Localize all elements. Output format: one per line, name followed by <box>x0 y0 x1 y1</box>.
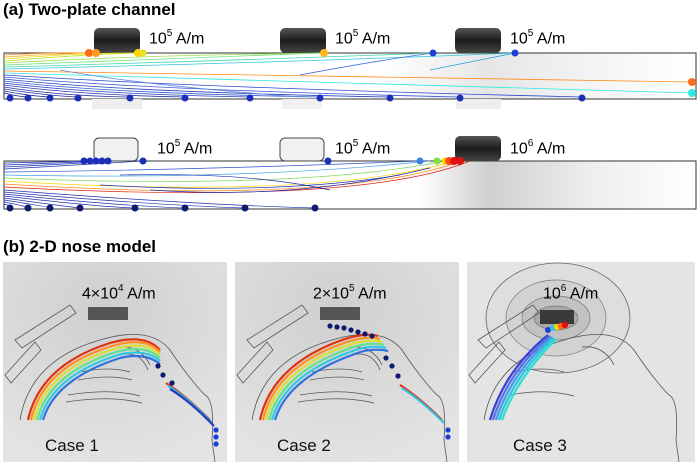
label-unit: A/m <box>569 285 599 303</box>
nose-panel-1 <box>3 262 227 463</box>
label-exponent: 5 <box>174 138 181 149</box>
bottom-magnet-2 <box>279 137 325 162</box>
nose-panel-3-magnet <box>540 310 574 324</box>
label-exponent: 4 <box>118 283 124 294</box>
nose-1-field-label: 4×104 A/m <box>82 283 156 303</box>
label-unit: A/m <box>183 140 213 158</box>
top-magnet-2-label: 105 A/m <box>335 28 391 48</box>
bottom-magnet-1 <box>93 137 139 162</box>
case-3-label: Case 3 <box>513 436 567 455</box>
nose-panel-1-magnet <box>88 307 128 320</box>
label-exponent: 5 <box>166 28 173 39</box>
top-shadow-1 <box>92 99 142 109</box>
bottom-particles <box>6 157 464 212</box>
top-shadow-3 <box>456 99 501 109</box>
case-1-label: Case 1 <box>45 436 99 455</box>
label-base: 10 <box>335 30 353 48</box>
label-exponent: 5 <box>352 138 359 149</box>
bottom-magnet-3-label: 106 A/m <box>510 138 566 158</box>
label-unit: A/m <box>358 285 387 303</box>
top-shadow-2 <box>282 99 322 109</box>
nose-2-field-label: 2×105 A/m <box>313 283 387 303</box>
label-unit: A/m <box>127 285 156 303</box>
label-exponent: 6 <box>560 283 567 294</box>
label-exponent: 5 <box>352 28 359 39</box>
bottom-trajectories <box>3 160 471 209</box>
section-b-heading: (b) 2-D nose model <box>3 237 157 256</box>
label-base: 2×10 <box>313 285 350 303</box>
label-exponent: 6 <box>527 138 534 149</box>
label-unit: A/m <box>536 30 566 48</box>
nose-panel-2-bg <box>235 262 459 462</box>
nose-panel-3 <box>467 262 695 463</box>
label-exponent: 5 <box>349 283 355 294</box>
label-base: 4×10 <box>82 285 119 303</box>
bottom-magnet-2-label: 105 A/m <box>335 138 391 158</box>
label-base: 10 <box>510 140 528 158</box>
top-magnet-3 <box>455 28 501 53</box>
top-magnet-3-label: 105 A/m <box>510 28 566 48</box>
label-unit: A/m <box>536 140 566 158</box>
section-a-heading: (a) Two-plate channel <box>3 0 176 19</box>
bottom-channel <box>3 136 697 212</box>
label-base: 10 <box>149 30 167 48</box>
label-unit: A/m <box>361 30 391 48</box>
top-particles <box>6 49 696 102</box>
top-magnet-1 <box>94 28 140 53</box>
top-magnet-1-label: 105 A/m <box>149 28 205 48</box>
label-base: 10 <box>510 30 528 48</box>
case-2-label: Case 2 <box>277 436 331 455</box>
label-base: 10 <box>543 285 561 303</box>
top-channel <box>3 28 697 109</box>
top-magnet-2 <box>280 28 326 53</box>
label-unit: A/m <box>175 30 205 48</box>
nose-panel-1-bg <box>3 262 227 462</box>
nose-panel-2 <box>235 262 459 463</box>
nose-3-field-label: 106 A/m <box>543 283 599 303</box>
label-base: 10 <box>157 140 175 158</box>
nose-panel-2-magnet <box>320 307 360 320</box>
label-unit: A/m <box>361 140 391 158</box>
label-base: 10 <box>335 140 353 158</box>
label-exponent: 5 <box>527 28 534 39</box>
bottom-magnet-3 <box>455 136 501 161</box>
bottom-magnet-1-label: 105 A/m <box>157 138 213 158</box>
